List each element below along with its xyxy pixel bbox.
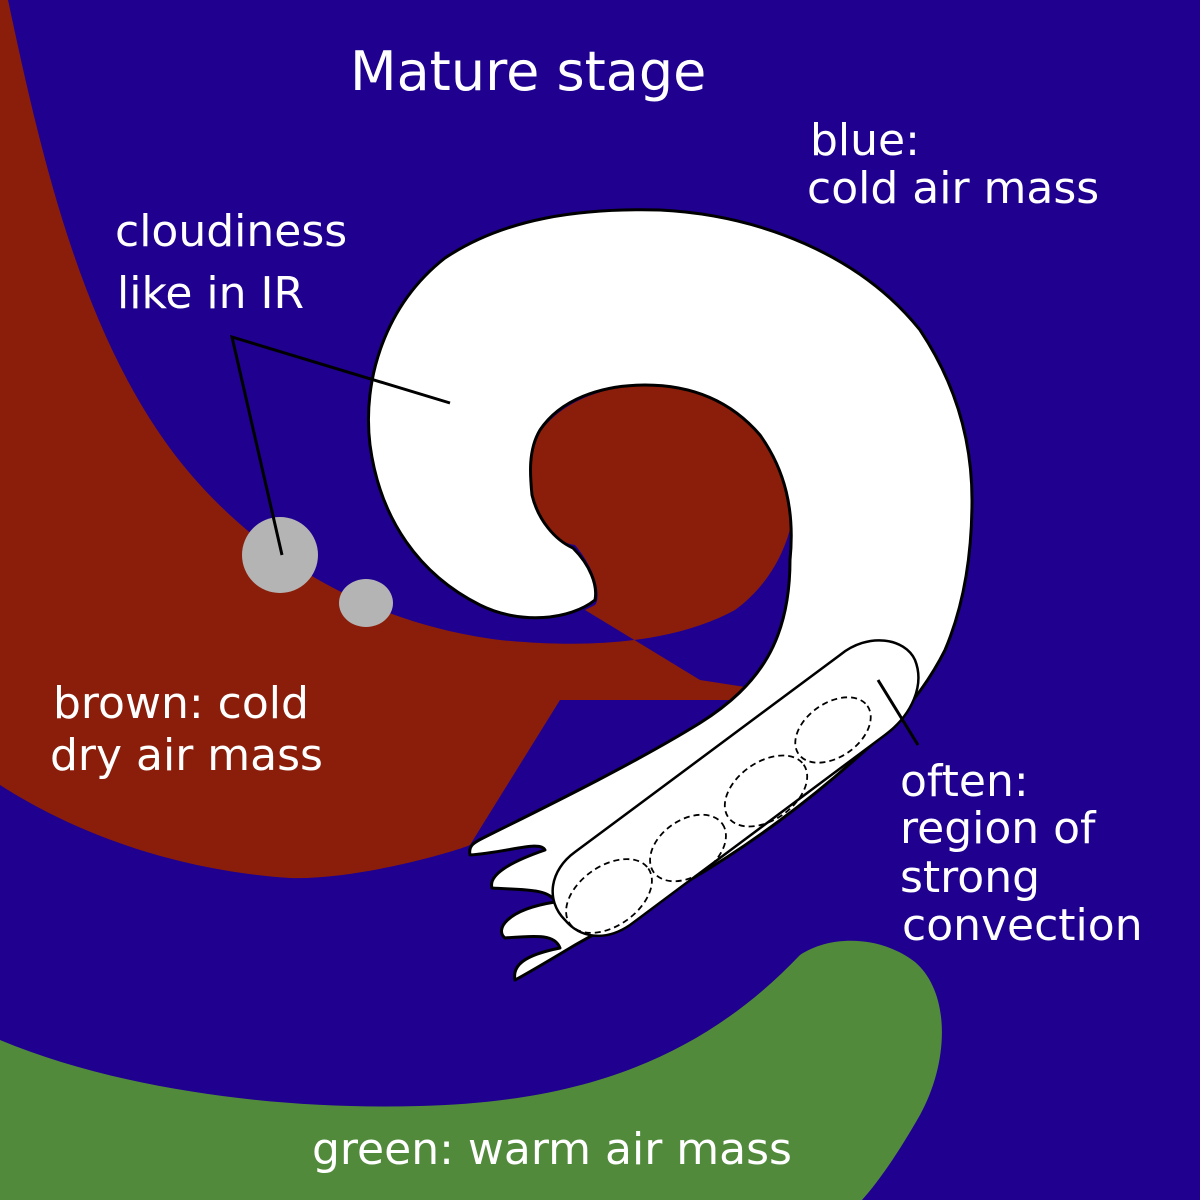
- convection-label-line-3: strong: [900, 852, 1040, 903]
- convective-cell: [649, 813, 727, 883]
- brown-legend-line-2: dry air mass: [50, 730, 323, 781]
- convection-leader-line: [876, 679, 920, 746]
- blue-legend-line-2: cold air mass: [807, 163, 1099, 214]
- warm-air-mass-region: [0, 940, 942, 1200]
- convective-cell: [723, 754, 809, 828]
- convective-cell: [565, 858, 653, 934]
- comma-cloud: [366, 208, 974, 982]
- cold-dry-air-mass-region: [0, 0, 830, 879]
- blue-legend-line-1: blue:: [810, 115, 920, 166]
- convection-label-line-2: region of: [900, 803, 1097, 854]
- green-legend: green: warm air mass: [312, 1124, 792, 1175]
- convection-label-line-4: convection: [902, 900, 1143, 951]
- convection-band: [551, 639, 920, 938]
- cloudiness-leader-line: [229, 334, 451, 556]
- diagram-title: Mature stage: [350, 40, 706, 103]
- convection-label-line-1: often:: [900, 756, 1029, 807]
- small-cloud: [242, 517, 318, 593]
- cloudiness-label-line-1: cloudiness: [115, 206, 347, 257]
- cloudiness-label-line-2: like in IR: [117, 268, 304, 319]
- convective-cell: [794, 696, 872, 764]
- small-cloud: [339, 579, 393, 627]
- convective-cells: [565, 696, 872, 934]
- brown-legend-line-1: brown: cold: [53, 678, 309, 729]
- leader-lines: [229, 334, 920, 746]
